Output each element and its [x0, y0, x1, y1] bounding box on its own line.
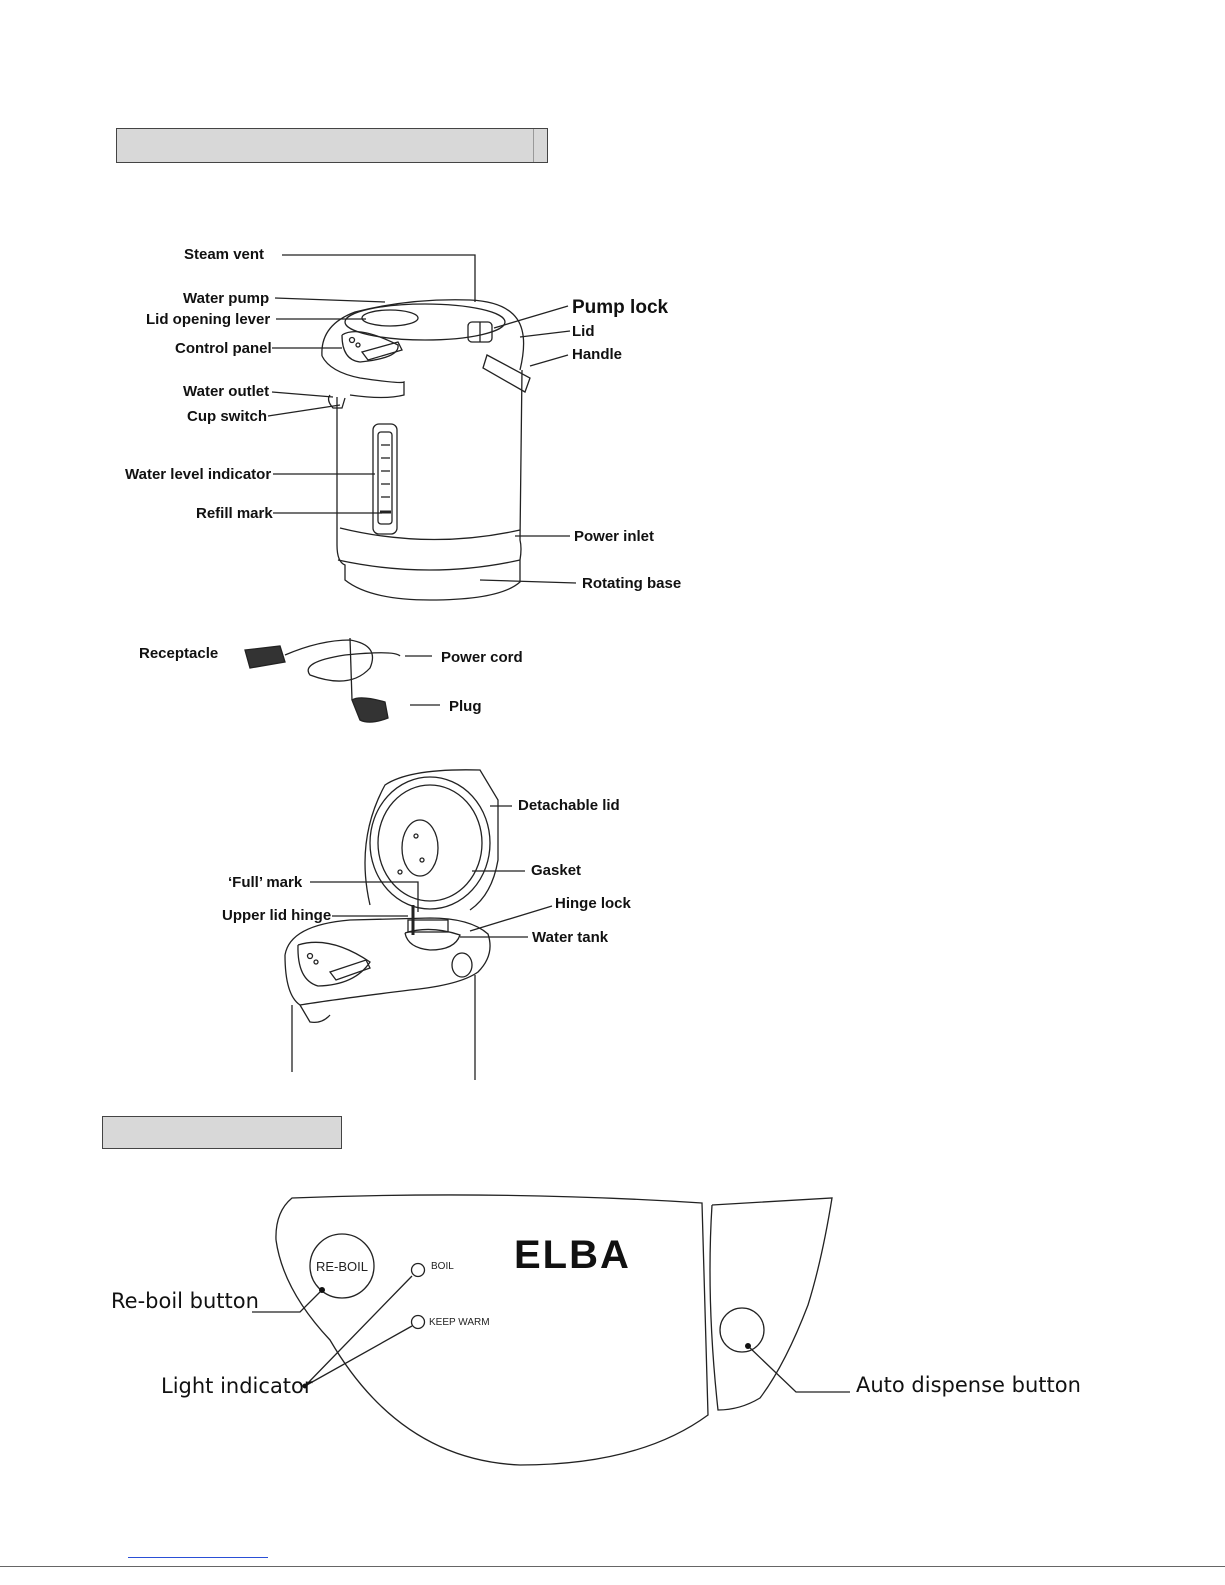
label-hinge-lock: Hinge lock [555, 895, 632, 912]
label-lid: Lid [572, 323, 595, 340]
boil-indicator-text: BOIL [431, 1261, 454, 1272]
open-lid-illustration [284, 769, 499, 1080]
footer-rule [0, 1566, 1225, 1567]
label-refill-mark: Refill mark [196, 505, 273, 522]
label-handle: Handle [572, 346, 622, 363]
label-lid-opening-lever: Lid opening lever [146, 311, 270, 328]
thermopot-leader-lines [267, 254, 577, 584]
footer-link-underline [128, 1557, 268, 1558]
section-header-bar-2 [102, 1116, 342, 1149]
control-panel-detail [252, 1194, 850, 1466]
label-rotating-base: Rotating base [582, 575, 681, 592]
reboil-button-text: RE-BOIL [316, 1259, 368, 1274]
label-reboil-button: Re-boil button [111, 1289, 259, 1313]
label-power-inlet: Power inlet [574, 528, 654, 545]
label-water-pump: Water pump [183, 290, 269, 307]
label-control-panel: Control panel [175, 340, 272, 357]
section-header-bar-1 [116, 128, 548, 163]
label-power-cord: Power cord [441, 649, 523, 666]
label-full-mark: ‘Full’ mark [228, 874, 303, 891]
thermopot-illustration [321, 299, 531, 601]
label-plug: Plug [449, 698, 482, 715]
label-detachable-lid: Detachable lid [518, 797, 620, 814]
label-gasket: Gasket [531, 862, 581, 879]
lid-leader-lines [310, 805, 553, 938]
label-water-level-indicator: Water level indicator [125, 466, 271, 483]
label-receptacle: Receptacle [139, 645, 218, 662]
label-upper-lid-hinge: Upper lid hinge [222, 907, 331, 924]
label-cup-switch: Cup switch [187, 408, 267, 425]
brand-logo-elba: ELBA [514, 1233, 631, 1277]
label-pump-lock: Pump lock [572, 297, 669, 318]
keep-warm-indicator-text: KEEP WARM [429, 1317, 490, 1328]
label-water-outlet: Water outlet [183, 383, 269, 400]
label-auto-dispense-button: Auto dispense button [856, 1373, 1081, 1397]
power-cord-illustration [244, 637, 440, 723]
label-light-indicator: Light indicator [161, 1374, 313, 1398]
label-steam-vent: Steam vent [184, 246, 264, 263]
label-water-tank: Water tank [532, 929, 609, 946]
